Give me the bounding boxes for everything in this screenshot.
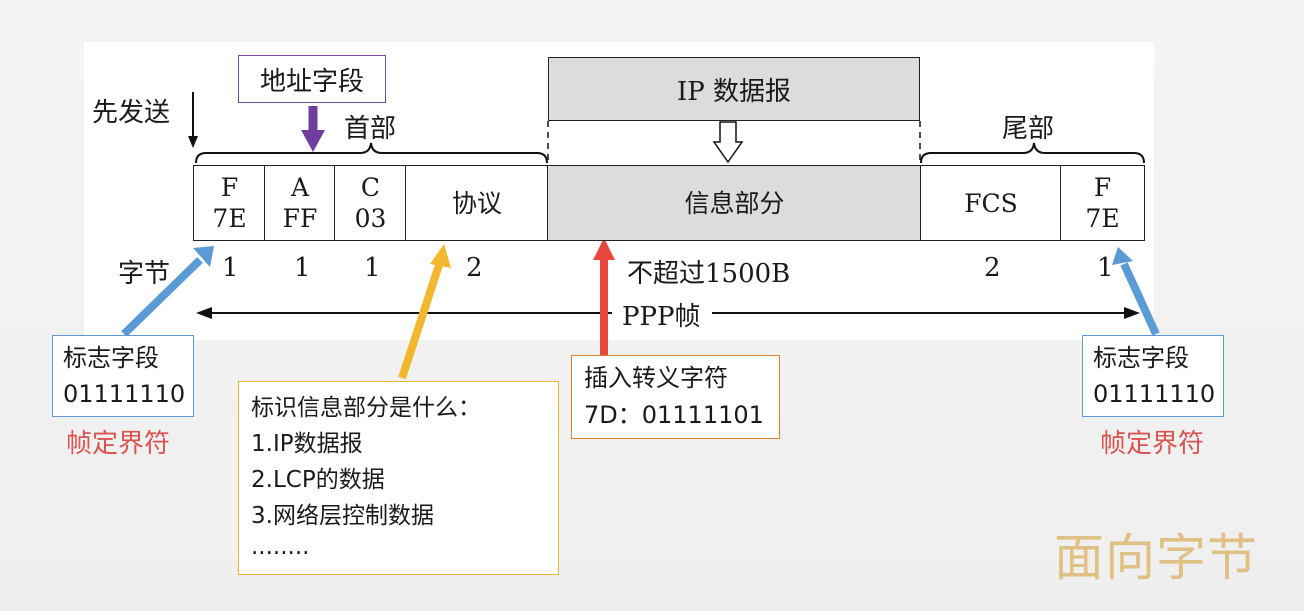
flag-end-hex: 7E [1085,204,1120,233]
protocol-note-item: 3.网络层控制数据 [251,503,434,529]
protocol-note-title: 标识信息部分是什么： [251,395,481,421]
ip-down-arrow [712,121,744,164]
flag-end-cell: F 7E [1060,165,1145,241]
info-cell: 信息部分 [547,165,922,241]
byte-count-fcs: 2 [984,253,1001,283]
flag-note-left-caption: 帧定界符 [66,429,171,459]
flag-note-right-title: 标志字段 [1093,344,1189,372]
control-hex: 03 [354,204,387,233]
protocol-note-item: 2.LCP的数据 [251,467,385,493]
first-sent-label: 先发送 [92,98,171,128]
address-hex: FF [282,204,318,233]
flag-note-right-caption: 帧定界符 [1100,429,1205,459]
flag-note-right: 标志字段 01111110 [1082,335,1224,417]
header-brace [195,142,548,164]
flag-start-hex: 7E [212,204,247,233]
byte-count-protocol: 2 [466,253,483,283]
info-label: 信息部分 [684,188,785,218]
header-label: 首部 [344,114,397,144]
control-letter: C [360,173,381,202]
protocol-note-item: ........ [251,534,310,560]
flag-left-arrow [121,257,203,337]
byte-count-control: 1 [364,253,381,283]
flag-end-letter: F [1093,173,1112,202]
address-cell: A FF [264,165,336,241]
escape-note: 插入转义字符 7D：01111101 [571,355,780,439]
trailer-label: 尾部 [1002,114,1055,144]
address-field-box: 地址字段 [238,55,386,103]
control-cell: C 03 [334,165,407,241]
byte-count-flag-start: 1 [222,253,239,283]
fcs-cell: FCS [920,165,1062,241]
protocol-label: 协议 [451,188,502,218]
ip-datagram-box: IP 数据报 [548,57,920,121]
protocol-note: 标识信息部分是什么： 1.IP数据报 2.LCP的数据 3.网络层控制数据 ..… [238,381,559,575]
flag-note-right-value: 01111110 [1093,380,1216,408]
protocol-arrow [398,260,444,380]
address-letter: A [290,173,310,202]
trailer-brace [920,142,1145,164]
escape-note-title: 插入转义字符 [584,364,728,392]
flag-note-left-title: 标志字段 [63,344,159,372]
flag-start-letter: F [220,173,239,202]
flag-right-arrow [1120,262,1160,336]
flag-note-left-value: 01111110 [63,380,186,408]
byte-count-address: 1 [294,253,311,283]
watermark-title: 面向字节 [1054,529,1258,587]
flag-note-left: 标志字段 01111110 [52,335,194,417]
bytes-label: 字节 [118,259,171,289]
ip-datagram-label: IP 数据报 [676,76,792,107]
ppp-frame-label: PPP帧 [622,302,701,332]
flag-start-cell: F 7E [193,165,266,241]
protocol-cell: 协议 [405,165,549,241]
protocol-note-item: 1.IP数据报 [251,431,363,457]
escape-note-value: 7D：01111101 [584,401,764,429]
byte-count-info: 不超过1500B [627,259,791,289]
byte-count-flag-end: 1 [1097,253,1114,283]
address-field-label: 地址字段 [259,66,364,97]
fcs-label: FCS [964,188,1018,218]
